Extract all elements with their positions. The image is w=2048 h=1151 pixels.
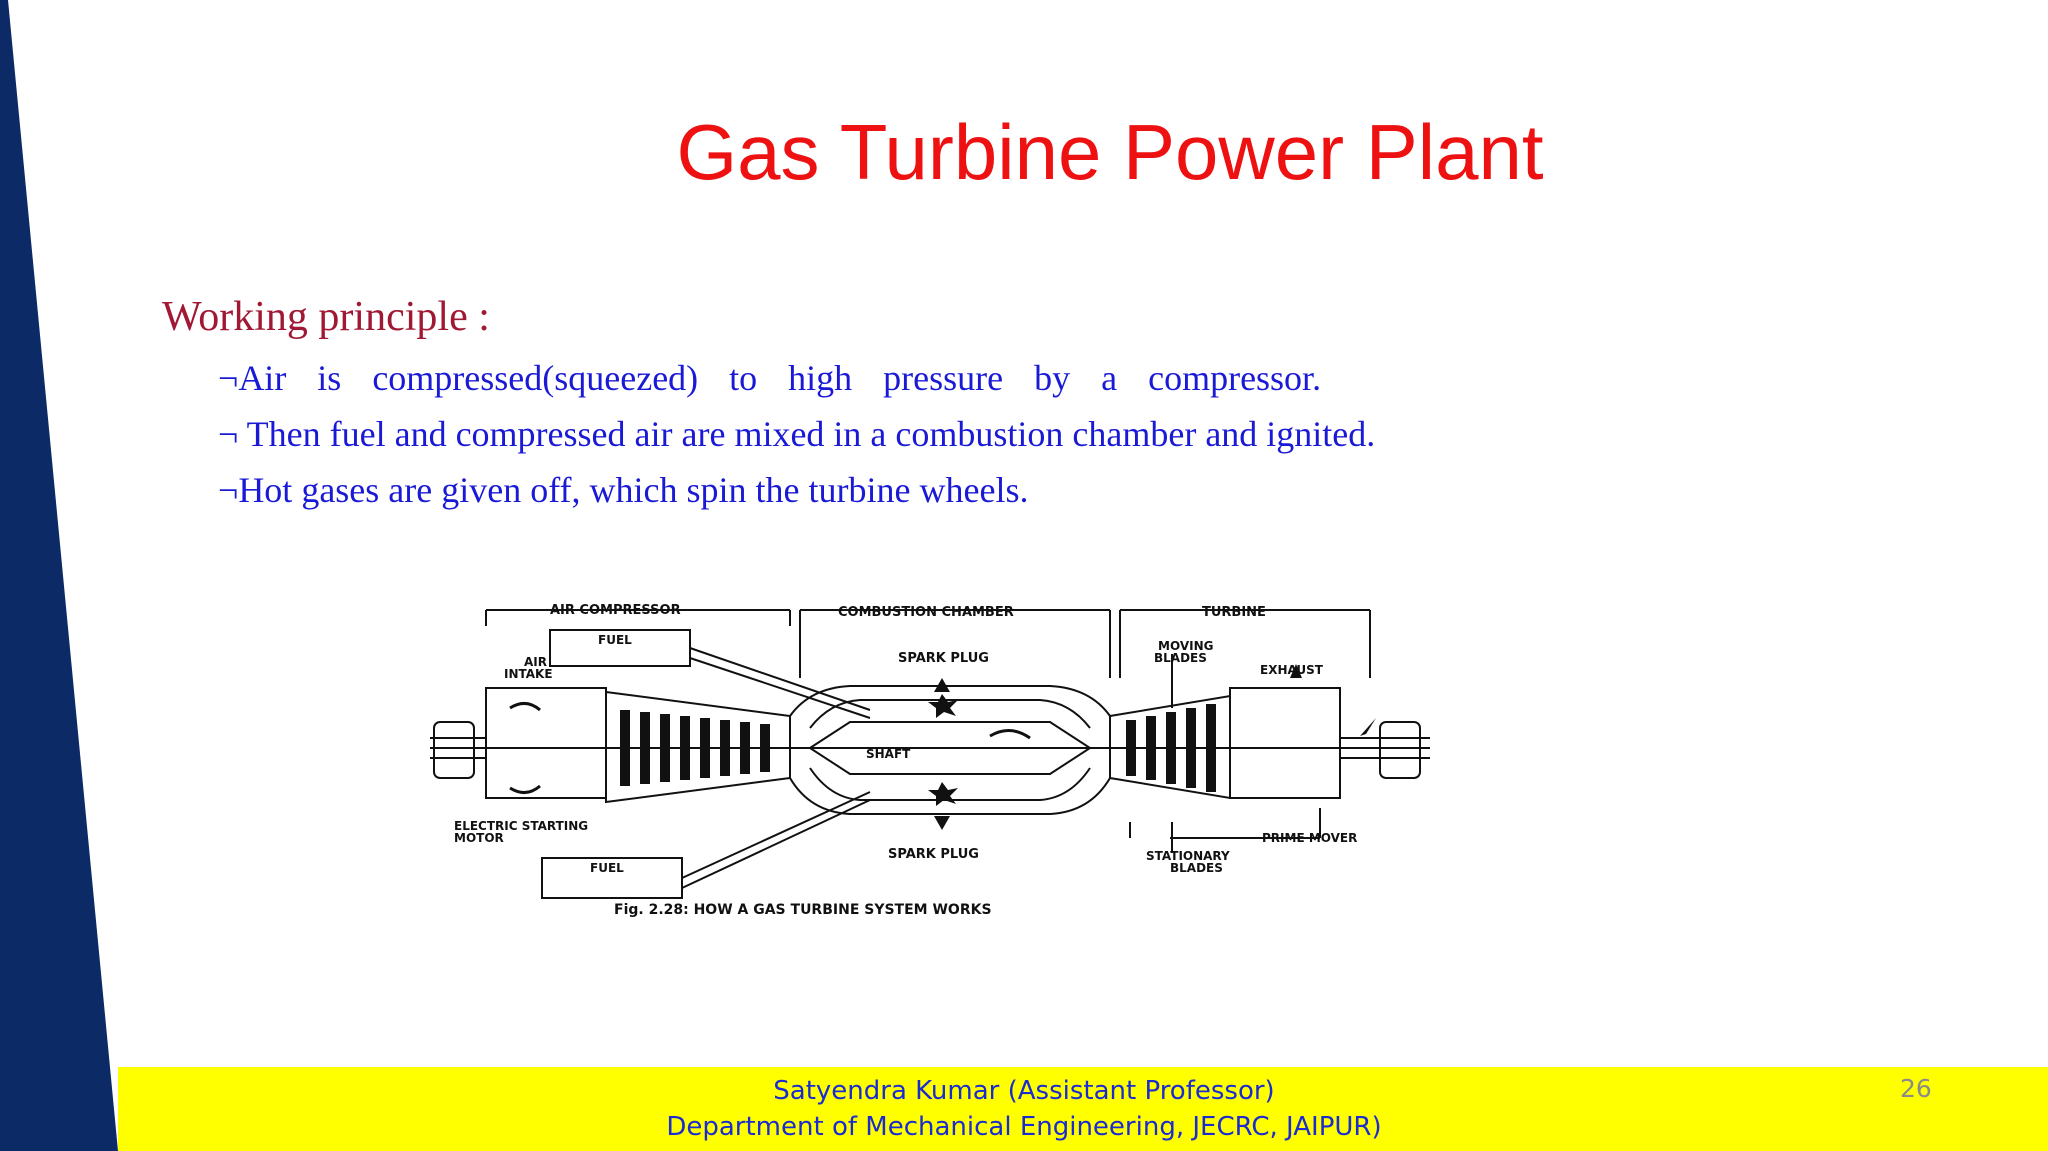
label-turbine: TURBINE xyxy=(1202,605,1266,620)
label-air-intake-1: AIR xyxy=(524,655,547,669)
label-exhaust: EXHAUST xyxy=(1260,663,1324,677)
bullet-marker: ¬ xyxy=(218,414,239,454)
page-number: 26 xyxy=(1900,1074,1932,1103)
label-prime-mover: PRIME MOVER xyxy=(1262,831,1357,845)
bullet-marker: ¬ xyxy=(218,358,239,398)
footer-band xyxy=(118,1067,2048,1151)
side-navy-stripe xyxy=(0,0,118,1151)
bullet-text: Hot gases are given off, which spin the … xyxy=(238,470,1029,510)
bullet-item: ¬Hot gases are given off, which spin the… xyxy=(218,468,1028,512)
bullet-text: Air is compressed(squeezed) to high pres… xyxy=(238,358,1322,398)
label-spark-plug-top: SPARK PLUG xyxy=(898,651,989,666)
bullet-item: ¬Air is compressed(squeezed) to high pre… xyxy=(218,356,1321,400)
label-shaft: SHAFT xyxy=(866,747,911,761)
label-fuel-bottom: FUEL xyxy=(590,861,624,875)
slide-title: Gas Turbine Power Plant xyxy=(676,108,1544,196)
bullet-item: ¬ Then fuel and compressed air are mixed… xyxy=(218,412,1375,456)
bullet-text: Then fuel and compressed air are mixed i… xyxy=(238,414,1376,454)
gas-turbine-diagram: AIR COMPRESSOR COMBUSTION CHAMBER TURBIN… xyxy=(430,603,1430,918)
label-stationary-blades-1: STATIONARY xyxy=(1146,849,1230,863)
bullet-marker: ¬ xyxy=(218,470,239,510)
label-combustion-chamber: COMBUSTION CHAMBER xyxy=(838,605,1014,620)
label-spark-plug-bottom: SPARK PLUG xyxy=(888,847,979,862)
label-fuel-top: FUEL xyxy=(598,633,632,647)
footer-author: Satyendra Kumar (Assistant Professor) xyxy=(773,1076,1275,1106)
label-stationary-blades-2: BLADES xyxy=(1170,861,1223,875)
footer-department: Department of Mechanical Engineering, JE… xyxy=(666,1112,1382,1142)
working-principle-heading: Working principle : xyxy=(162,294,490,340)
label-moving-blades-2: BLADES xyxy=(1154,651,1207,665)
label-electric-motor-2: MOTOR xyxy=(454,831,504,845)
figure-caption: Fig. 2.28: HOW A GAS TURBINE SYSTEM WORK… xyxy=(614,902,992,918)
label-air-compressor: AIR COMPRESSOR xyxy=(550,603,681,618)
label-air-intake-2: INTAKE xyxy=(504,667,553,681)
label-moving-blades-1: MOVING xyxy=(1158,639,1213,653)
label-electric-motor-1: ELECTRIC STARTING xyxy=(454,819,588,833)
